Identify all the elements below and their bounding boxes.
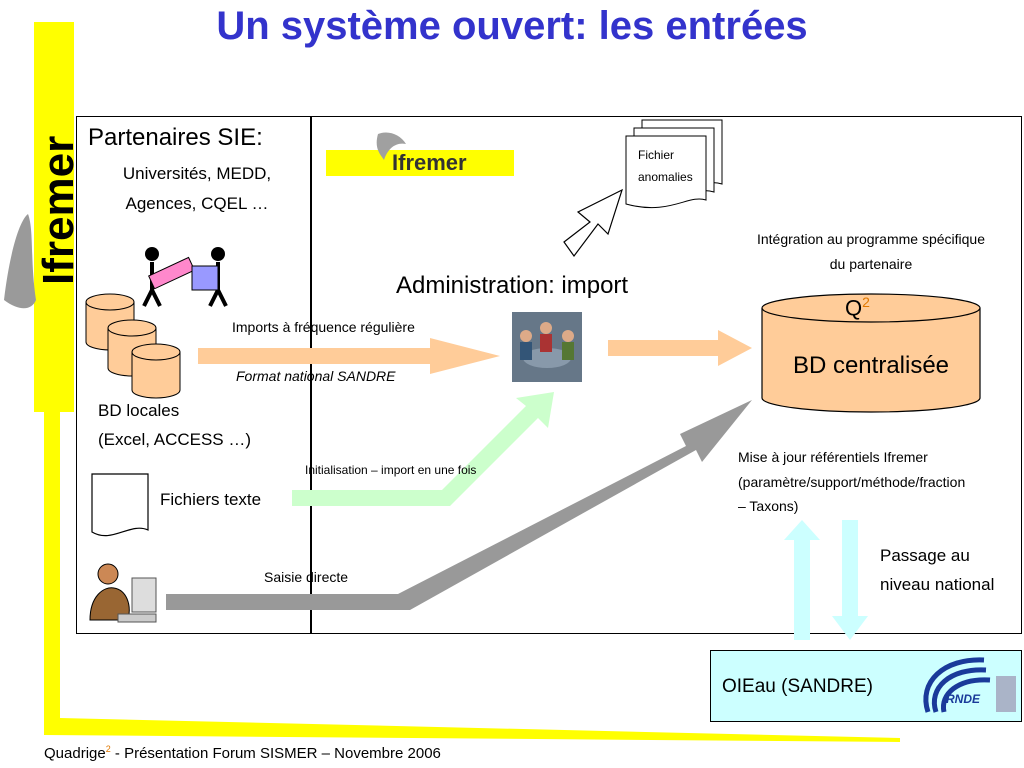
meeting-people-icon [512,312,582,382]
format-sandre-label: Format national SANDRE [236,368,396,384]
ifremer-inner-logo-text: Ifremer [392,150,467,175]
initialisation-arrow [292,392,554,506]
bird-logo-icon [376,132,406,160]
imports-frequence-label: Imports à fréquence régulière [232,319,415,335]
up-arrow [784,520,820,640]
yellow-band [34,22,74,412]
partners-line2: Agences, CQEL … [125,194,269,213]
fichiers-texte-label: Fichiers texte [160,490,262,509]
local-databases-icon [85,293,181,399]
diagram-panel [76,116,1022,634]
fichier-anomalies-line2: anomalies [638,170,693,184]
anomalies-arrow [563,188,624,258]
people-carrying-box-icon [142,247,228,307]
saisie-directe-label: Saisie directe [264,569,349,585]
anomalies-file-stack-icon [625,119,723,209]
admin-import-label: Administration: import [396,272,629,299]
down-arrow [832,520,868,640]
saisie-directe-arrow [166,400,752,610]
rnde-logo-icon [923,657,1016,713]
integration-line2: du partenaire [829,256,913,272]
bird-logo-icon [4,214,36,309]
bd-locales-line1: BD locales [98,401,180,420]
passage-line1: Passage au [880,546,970,565]
text-file-icon [91,473,149,537]
person-at-computer-icon [89,563,157,623]
mise-a-jour-line3: – Taxons) [738,498,799,514]
admin-to-bd-arrow [608,330,752,366]
partners-line1: Universités, MEDD, [122,164,272,183]
mise-a-jour-line2: (paramètre/support/méthode/fraction [738,474,966,490]
fichier-anomalies-line1: Fichier [638,148,675,162]
initialisation-label: Initialisation – import en une fois [305,463,477,477]
imports-arrow [198,338,500,374]
bd-locales-line2: (Excel, ACCESS …) [98,430,252,449]
bd-centralisee-label: BD centralisée [792,352,950,379]
footer: Quadrige2 - Présentation Forum SISMER – … [44,744,441,762]
rnde-logo-text: RNDE [946,692,981,706]
panel-divider [310,116,312,634]
integration-line1: Intégration au programme spécifique [756,231,986,247]
ifremer-inner-logo [326,132,514,176]
page-title: Un système ouvert: les entrées [216,4,808,48]
oieau-label: OIEau (SANDRE) [722,676,873,697]
passage-line2: niveau national [880,575,995,594]
mise-a-jour-line1: Mise à jour référentiels Ifremer [738,449,928,465]
partners-heading: Partenaires SIE: [88,124,263,151]
bd-centralisee-cylinder [761,308,981,413]
q2-label: Q2 [845,294,870,321]
